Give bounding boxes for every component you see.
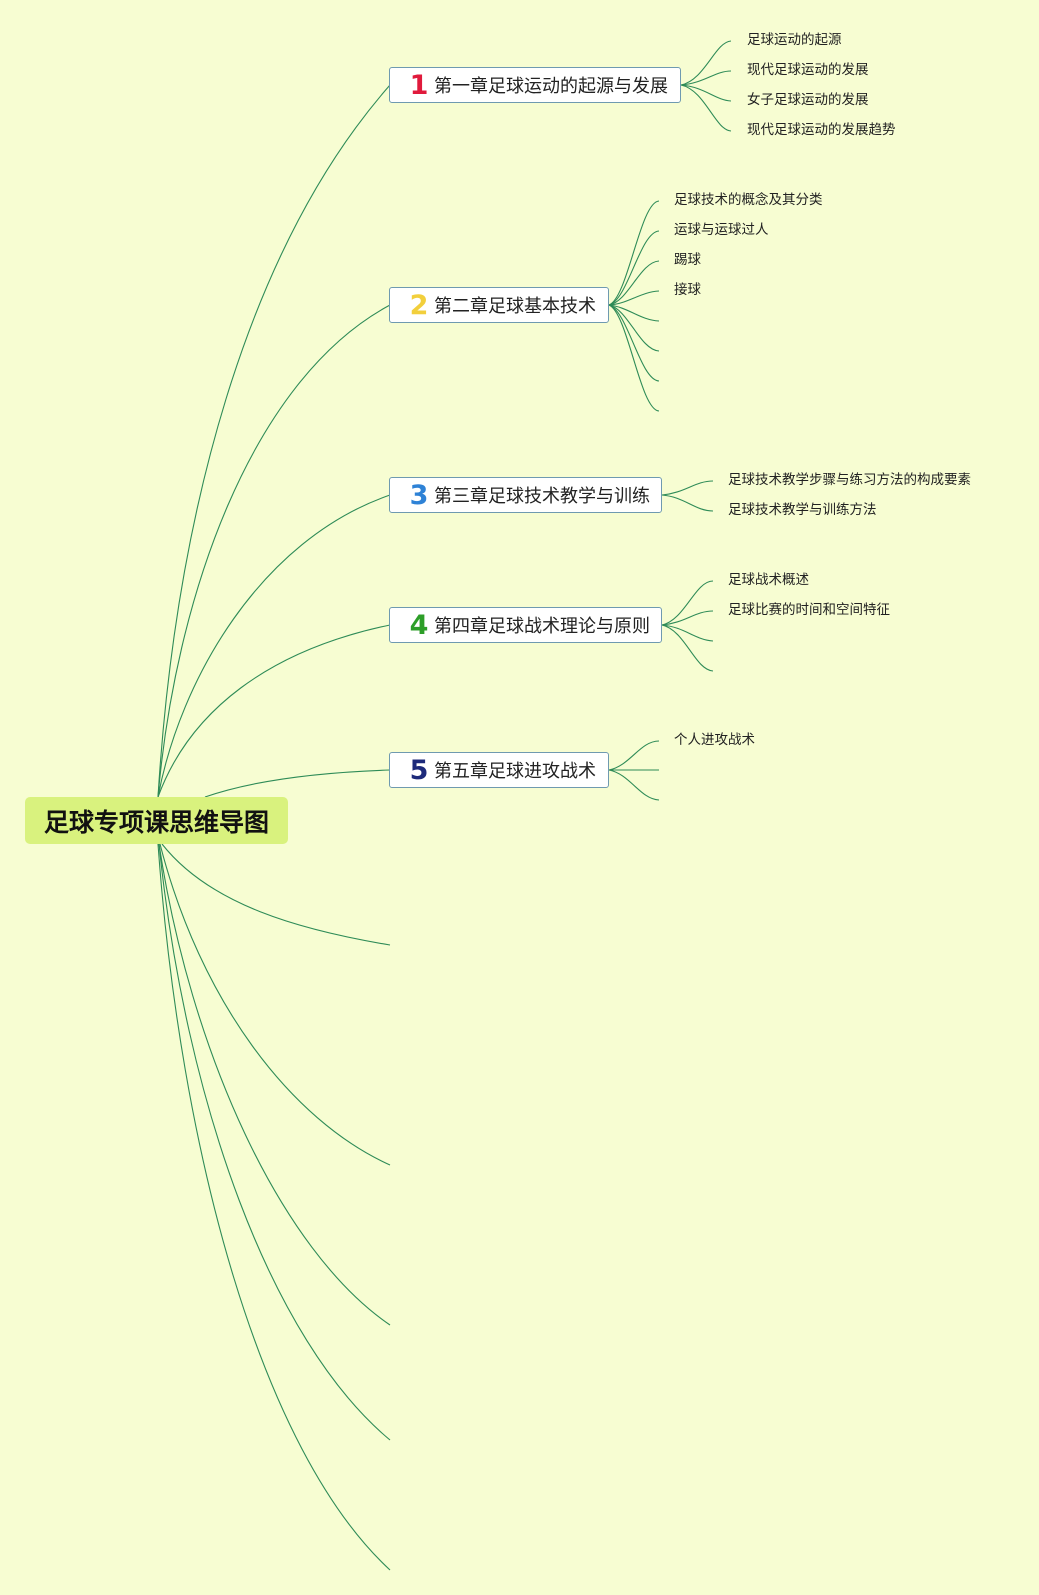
connector-ch2-e4 [608, 304, 660, 412]
connector-root-ch1 [157, 84, 391, 798]
connector-ch5-t1 [608, 740, 660, 771]
topic-3-2[interactable]: 足球技术教学与训练方法 [728, 502, 877, 518]
topic-1-3[interactable]: 女子足球运动的发展 [747, 92, 869, 108]
connector-ch4-e1 [661, 624, 714, 642]
chapter-node-1[interactable]: 1 第一章足球运动的起源与发展 [389, 67, 681, 103]
connector-root-empty-1 [161, 843, 391, 946]
connector-ch2-e3 [608, 304, 660, 382]
connector-ch2-e2 [608, 304, 660, 352]
chapter-number-4: 4 [409, 609, 429, 641]
connector-root-empty-3 [158, 843, 391, 1326]
chapter-node-2[interactable]: 2 第二章足球基本技术 [389, 287, 609, 323]
connector-root-empty-5 [157, 843, 391, 1571]
chapter-title-3: 第三章足球技术教学与训练 [434, 486, 650, 507]
connector-ch2-t4 [608, 290, 660, 306]
connector-ch4-t2 [661, 610, 714, 626]
connector-ch2-t3 [608, 260, 660, 306]
connector-root-ch3 [157, 494, 391, 798]
connector-ch4-t1 [661, 580, 714, 626]
connector-ch3-t1 [661, 480, 714, 496]
topic-2-3[interactable]: 踢球 [674, 252, 701, 268]
connector-ch2-e1 [608, 304, 660, 322]
chapter-title-5: 第五章足球进攻战术 [434, 761, 596, 782]
topic-4-2[interactable]: 足球比赛的时间和空间特征 [728, 602, 890, 618]
connector-ch5-e2 [608, 769, 660, 801]
topic-3-1[interactable]: 足球技术教学步骤与练习方法的构成要素 [728, 472, 971, 488]
connector-root-ch4 [157, 624, 391, 798]
topic-2-2[interactable]: 运球与运球过人 [674, 222, 769, 238]
root-title: 足球专项课思维导图 [43, 807, 269, 837]
connector-ch1-t4 [680, 84, 732, 132]
connector-ch4-e2 [661, 624, 714, 672]
topic-4-1[interactable]: 足球战术概述 [728, 572, 809, 588]
connector-root-empty-2 [159, 843, 391, 1166]
connector-ch2-t1 [608, 200, 660, 306]
connector-ch3-t2 [661, 494, 714, 512]
chapter-title-4: 第四章足球战术理论与原则 [434, 616, 650, 637]
topic-5-1[interactable]: 个人进攻战术 [674, 732, 755, 748]
connector-ch1-t2 [680, 70, 732, 86]
connector-ch1-t3 [680, 84, 732, 102]
chapter-node-4[interactable]: 4 第四章足球战术理论与原则 [389, 607, 662, 643]
chapter-number-1: 1 [409, 69, 429, 101]
chapter-number-3: 3 [409, 479, 429, 511]
chapter-number-2: 2 [409, 289, 429, 321]
topic-1-2[interactable]: 现代足球运动的发展 [747, 62, 869, 78]
connector-ch2-t2 [608, 230, 660, 306]
chapter-node-5[interactable]: 5 第五章足球进攻战术 [389, 752, 609, 788]
chapter-number-5: 5 [409, 754, 429, 786]
connector-root-empty-4 [158, 843, 391, 1441]
connector-root-ch2 [157, 304, 391, 798]
chapter-node-3[interactable]: 3 第三章足球技术教学与训练 [389, 477, 662, 513]
topic-1-4[interactable]: 现代足球运动的发展趋势 [747, 122, 896, 138]
topic-1-1[interactable]: 足球运动的起源 [747, 32, 842, 48]
connector-ch1-t1 [680, 40, 732, 86]
topic-2-1[interactable]: 足球技术的概念及其分类 [674, 192, 823, 208]
topic-2-4[interactable]: 接球 [674, 282, 701, 298]
chapter-title-2: 第二章足球基本技术 [434, 296, 596, 317]
connector-root-ch5 [204, 769, 391, 798]
root-topic[interactable]: 足球专项课思维导图 [25, 797, 288, 844]
chapter-title-1: 第一章足球运动的起源与发展 [434, 76, 668, 97]
